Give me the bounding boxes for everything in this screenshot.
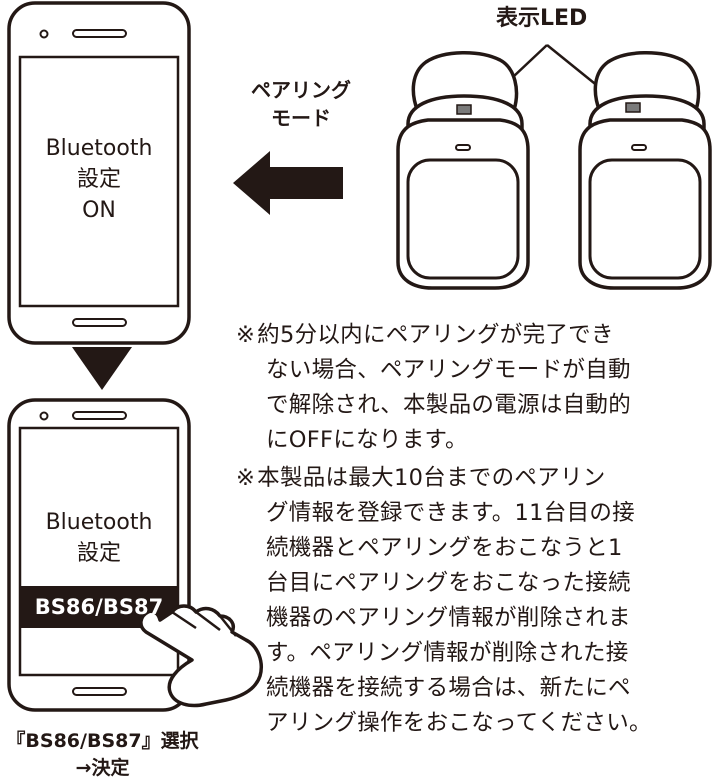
- note-1-line-4: にOFFになります。: [266, 427, 468, 453]
- phone-top-screen-text: Bluetooth 設定 ON: [9, 133, 189, 226]
- phone-top-line-3: ON: [82, 198, 116, 223]
- select-instruction-line-1: 『BS86/BS87』選択: [6, 730, 199, 752]
- earbud-left: [396, 51, 530, 290]
- note-2-line-7: 続機器を接続する場合は、新たにペ: [266, 675, 631, 701]
- led-right: [625, 102, 641, 113]
- pairing-mode-line-1: ペアリング: [251, 78, 351, 102]
- pairing-mode-label: ペアリング モード: [237, 76, 365, 132]
- phone-bottom-line-2: 設定: [76, 541, 121, 566]
- note-1: ※約5分以内にペアリングが完了でき ない場合、ペアリングモードが自動 で解除され…: [236, 318, 631, 458]
- select-instruction-line-2: →決定: [75, 757, 130, 779]
- pairing-mode-line-2: モード: [271, 106, 331, 130]
- led-label: 表示LED: [496, 6, 588, 31]
- phone-top-line-2: 設定: [76, 167, 121, 192]
- select-instruction: 『BS86/BS87』選択 →決定: [0, 728, 205, 782]
- note-2-mark: ※: [236, 465, 256, 491]
- earbud-right: [578, 51, 712, 290]
- phone-top: [7, 1, 191, 345]
- led-left: [456, 104, 472, 115]
- note-2-line-5: 機器のペアリング情報が削除されま: [266, 605, 631, 631]
- phone-top-line-1: Bluetooth: [45, 136, 153, 161]
- note-2-line-1: 本製品は最大10台までのペアリン: [257, 465, 606, 491]
- note-1-line-2: ない場合、ペアリングモードが自動: [266, 357, 631, 383]
- note-2-line-2: グ情報を登録できます。11台目の接: [266, 500, 635, 526]
- arrow-down-icon: [72, 347, 132, 390]
- note-2-line-6: す。ペアリング情報が削除された接: [266, 640, 629, 666]
- phone-bottom-line-1: Bluetooth: [45, 510, 153, 535]
- arrow-left-icon: [233, 151, 343, 215]
- note-1-line-3: で解除され、本製品の電源は自動的: [266, 392, 632, 418]
- note-2: ※本製品は最大10台までのペアリン グ情報を登録できます。11台目の接 続機器と…: [236, 461, 652, 741]
- note-2-line-8: アリング操作をおこなってください。: [266, 710, 652, 736]
- device-name-text[interactable]: BS86/BS87: [34, 595, 164, 619]
- note-2-line-3: 続機器とペアリングをおこなうと1: [266, 535, 623, 561]
- phone-bottom-screen-text: Bluetooth 設定: [9, 507, 189, 569]
- note-2-line-4: 台目にペアリングをおこなった接続: [266, 570, 631, 596]
- pointing-hand-icon: [139, 604, 263, 708]
- note-1-line-1: 約5分以内にペアリングが完了でき: [257, 322, 614, 348]
- note-1-mark: ※: [236, 322, 256, 348]
